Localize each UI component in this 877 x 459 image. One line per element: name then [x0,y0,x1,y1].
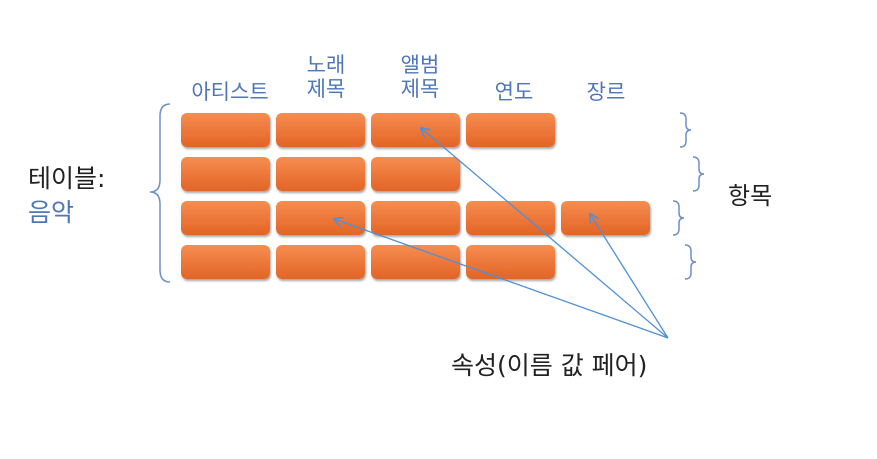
arrow-to-album-cell [421,128,669,339]
column-header-album-title: 앨범 제목 [400,53,440,101]
column-header-genre: 장르 [586,80,626,104]
table-cell [181,157,270,191]
arrow-to-song-cell [334,219,669,339]
table-cell [181,201,270,235]
table-cell [371,113,460,147]
table-cell [561,201,650,235]
table-cell [181,245,270,279]
table-left-bracket [149,103,171,283]
table-cell [371,245,460,279]
item-label: 항목 [728,182,773,210]
row-bracket-1 [679,112,692,148]
table-cell [371,201,460,235]
table-cell [276,245,365,279]
table-name: 음악 [28,198,75,227]
table-cell [276,157,365,191]
column-header-song-title: 노래 제목 [306,53,346,101]
attribute-label: 속성(이름 값 페어) [451,351,648,380]
table-cell [466,113,555,147]
table-label-prefix: 테이블: [28,164,106,193]
arrow-to-genre-cell [590,214,669,339]
table-cell [276,201,365,235]
table-cell [371,157,460,191]
column-header-artist: 아티스트 [191,80,269,104]
row-bracket-2 [692,156,705,192]
table-cell [466,245,555,279]
row-bracket-4 [684,244,697,280]
table-label: 테이블: 음악 [28,162,105,230]
row-bracket-3 [672,200,685,236]
table-cell [181,113,270,147]
column-header-year: 연도 [494,80,534,104]
table-cell [276,113,365,147]
